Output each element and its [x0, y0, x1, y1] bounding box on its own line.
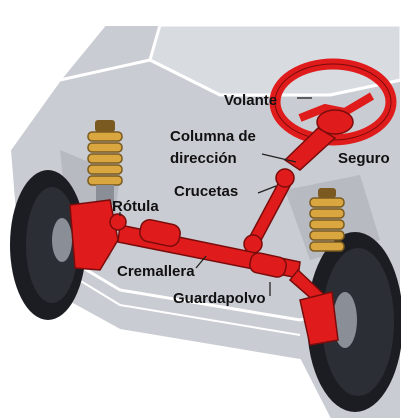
label-columna-line2: dirección	[170, 150, 237, 167]
label-cremallera: Cremallera	[117, 263, 195, 280]
label-seguro: Seguro	[338, 150, 390, 167]
label-guardapolvo: Guardapolvo	[173, 290, 266, 307]
left-hub	[52, 218, 72, 262]
label-crucetas: Crucetas	[174, 183, 238, 200]
label-rotula: Rótula	[112, 198, 159, 215]
cruceta-joint-upper	[276, 169, 294, 187]
label-columna-line1: Columna de	[170, 128, 256, 145]
right-spring	[310, 188, 344, 251]
rotula-joint	[110, 214, 126, 230]
label-volante: Volante	[224, 92, 277, 109]
